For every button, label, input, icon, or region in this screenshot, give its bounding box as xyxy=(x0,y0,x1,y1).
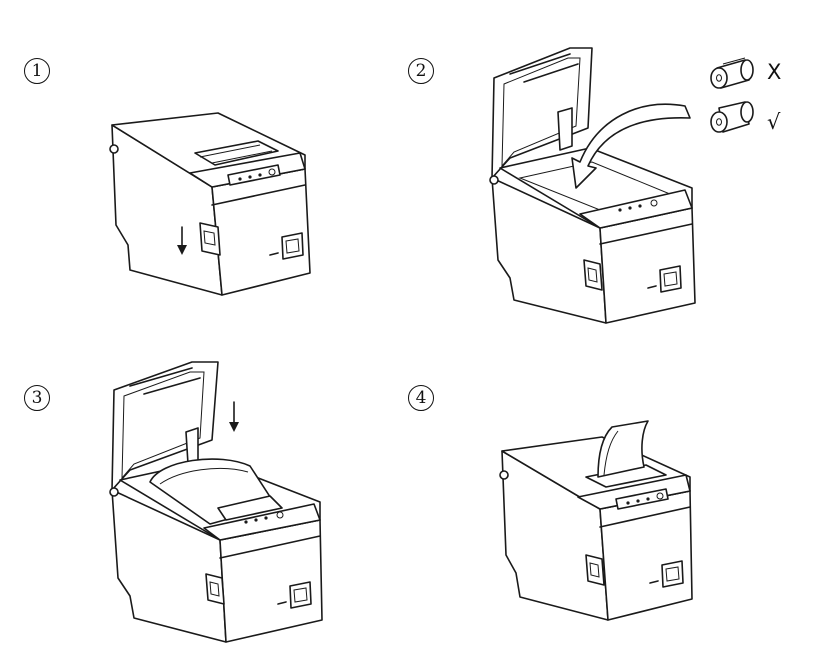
step-1-number: 1 xyxy=(24,58,50,84)
step-1-printer-closed xyxy=(100,95,330,305)
step-2-number: 2 xyxy=(408,58,434,84)
step-4-printer-closed-paper-out xyxy=(494,405,694,625)
step-4-number: 4 xyxy=(408,385,434,411)
wrong-orientation-mark: X xyxy=(767,60,782,84)
step-3-printer-roll-inserted xyxy=(100,360,330,646)
paper-roll-orientation xyxy=(705,56,757,144)
step-2-printer-open-lid xyxy=(480,38,705,328)
correct-orientation-mark: √ xyxy=(767,110,781,134)
step-3-number: 3 xyxy=(24,385,50,411)
paper-roll-correct-icon xyxy=(710,101,754,133)
paper-roll-wrong-icon xyxy=(710,57,754,89)
